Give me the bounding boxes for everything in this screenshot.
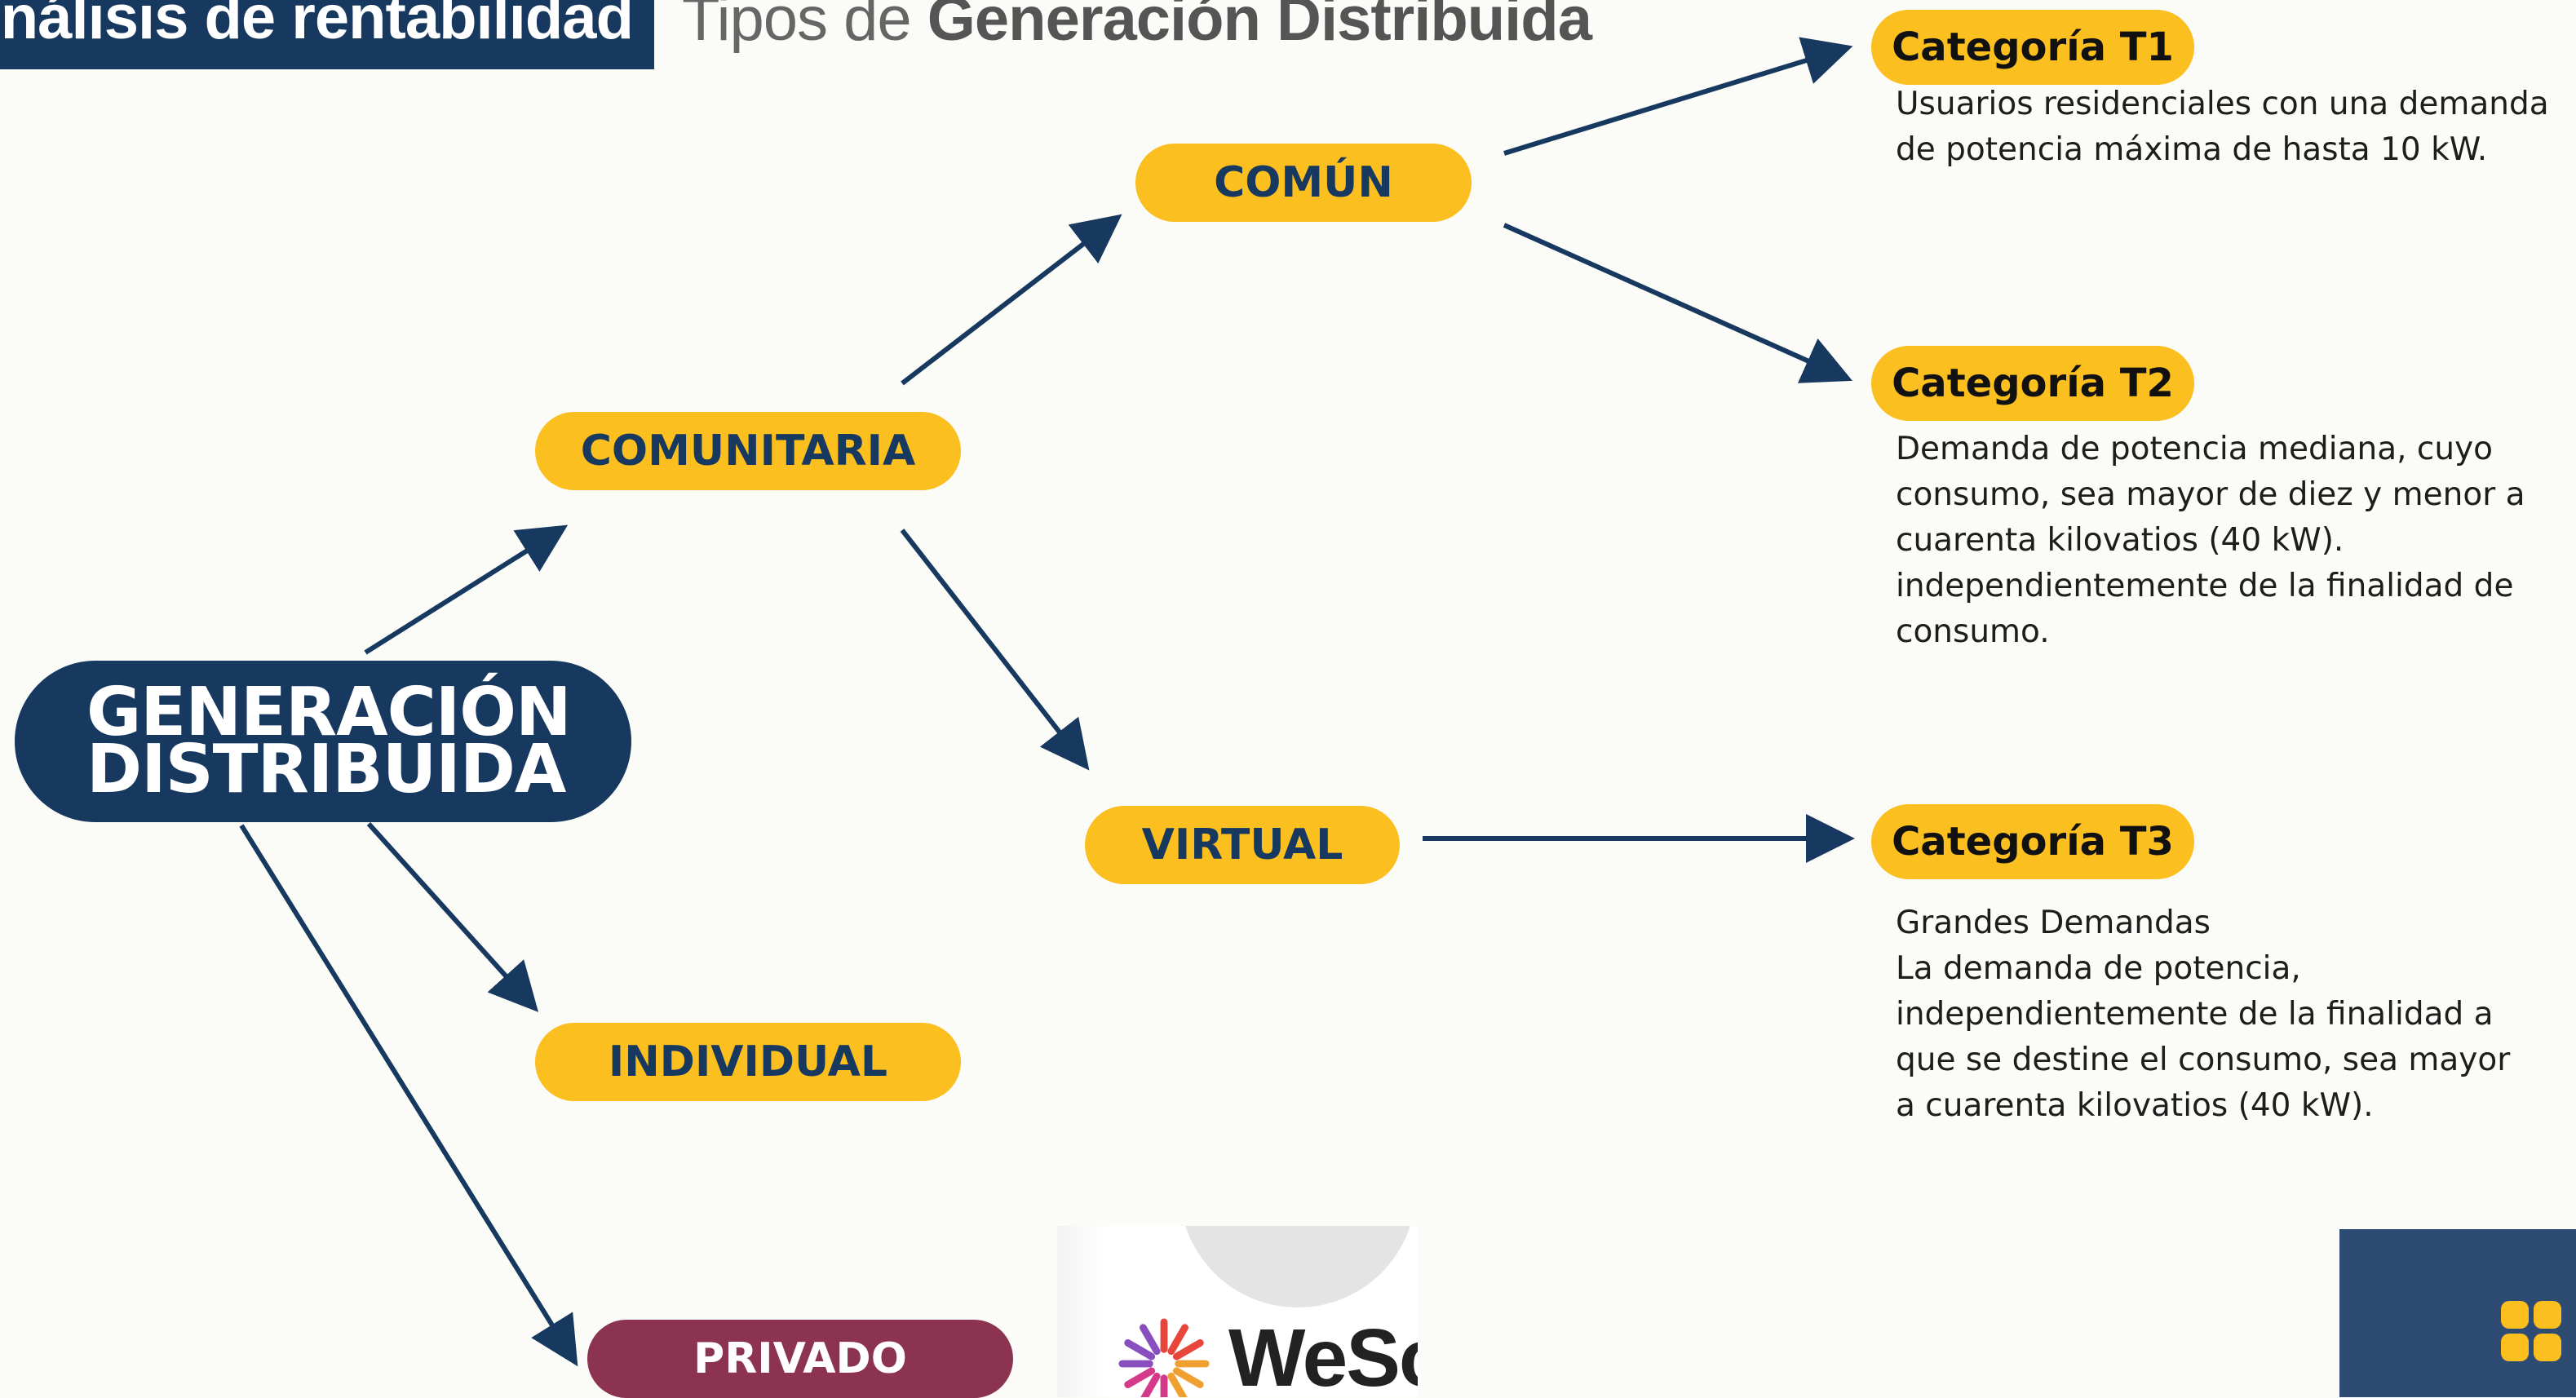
header-subtitle-bold: Generación Distribuida bbox=[927, 0, 1592, 54]
category-t1-line: de potencia máxima de hasta 10 kW. bbox=[1896, 131, 2488, 168]
category-t3-line: que se destine el consumo, sea mayor bbox=[1896, 1042, 2511, 1078]
root-node-line1: GENERACIÓN bbox=[86, 674, 572, 751]
category-t3-line: a cuarenta kilovatios (40 kW). bbox=[1896, 1087, 2374, 1124]
category-t2-line: consumo, sea mayor de diez y menor a bbox=[1896, 476, 2525, 513]
sun-flower-icon bbox=[1118, 1318, 1210, 1397]
brand-flower-icon bbox=[2501, 1301, 2561, 1361]
root-node-generacion-distribuida: GENERACIÓN DISTRIBUIDA bbox=[15, 661, 631, 822]
wesolar-logo: WeSolar bbox=[1057, 1226, 1418, 1397]
category-t2-line: independientemente de la finalidad de bbox=[1896, 568, 2514, 604]
arrow-comun-t2 bbox=[1503, 223, 1852, 383]
logo-wordmark: WeSolar bbox=[1228, 1312, 1418, 1397]
category-t2-line: cuarenta kilovatios (40 kW). bbox=[1896, 522, 2344, 559]
arrow-comunitaria-virtual bbox=[900, 529, 1090, 771]
node-privado: PRIVADO bbox=[587, 1320, 1013, 1398]
logo-swoosh-shape bbox=[1180, 1226, 1416, 1307]
category-t3-line: independientemente de la finalidad a bbox=[1896, 996, 2494, 1033]
category-t3-line: Grandes Demandas bbox=[1896, 905, 2211, 941]
corner-brand-panel bbox=[2339, 1229, 2576, 1397]
category-t2-description: Demanda de potencia mediana, cuyo consum… bbox=[1896, 427, 2525, 655]
node-comun: COMÚN bbox=[1135, 144, 1472, 222]
category-t2-badge: Categoría T2 bbox=[1871, 346, 2194, 421]
arrow-comunitaria-comun bbox=[901, 214, 1122, 386]
arrow-comun-t1 bbox=[1503, 37, 1853, 156]
root-node-line2: DISTRIBUIDA bbox=[86, 731, 566, 808]
category-t2-line: Demanda de potencia mediana, cuyo bbox=[1896, 431, 2494, 467]
header-title-block: nálisis de rentabilidad bbox=[0, 0, 654, 69]
category-t3-line: La demanda de potencia, bbox=[1896, 950, 2301, 987]
header-title: nálisis de rentabilidad bbox=[0, 0, 634, 52]
arrow-root-individual bbox=[366, 821, 539, 1012]
category-t3-description: Grandes Demandas La demanda de potencia,… bbox=[1896, 900, 2510, 1129]
category-t1-line: Usuarios residenciales con una demanda bbox=[1896, 86, 2549, 122]
node-virtual: VIRTUAL bbox=[1085, 806, 1400, 884]
node-individual: INDIVIDUAL bbox=[535, 1023, 961, 1101]
category-t3-badge: Categoría T3 bbox=[1871, 804, 2194, 879]
category-t2-line: consumo. bbox=[1896, 613, 2050, 650]
header-subtitle-prefix: Tipos de bbox=[682, 0, 927, 54]
category-t1-badge: Categoría T1 bbox=[1871, 10, 2194, 85]
arrow-root-comunitaria bbox=[364, 524, 569, 655]
category-t1-description: Usuarios residenciales con una demanda d… bbox=[1896, 82, 2549, 173]
arrow-root-privado bbox=[239, 824, 578, 1367]
node-comunitaria: COMUNITARIA bbox=[535, 412, 961, 490]
header-subtitle: Tipos de Generación Distribuida bbox=[682, 0, 1592, 55]
